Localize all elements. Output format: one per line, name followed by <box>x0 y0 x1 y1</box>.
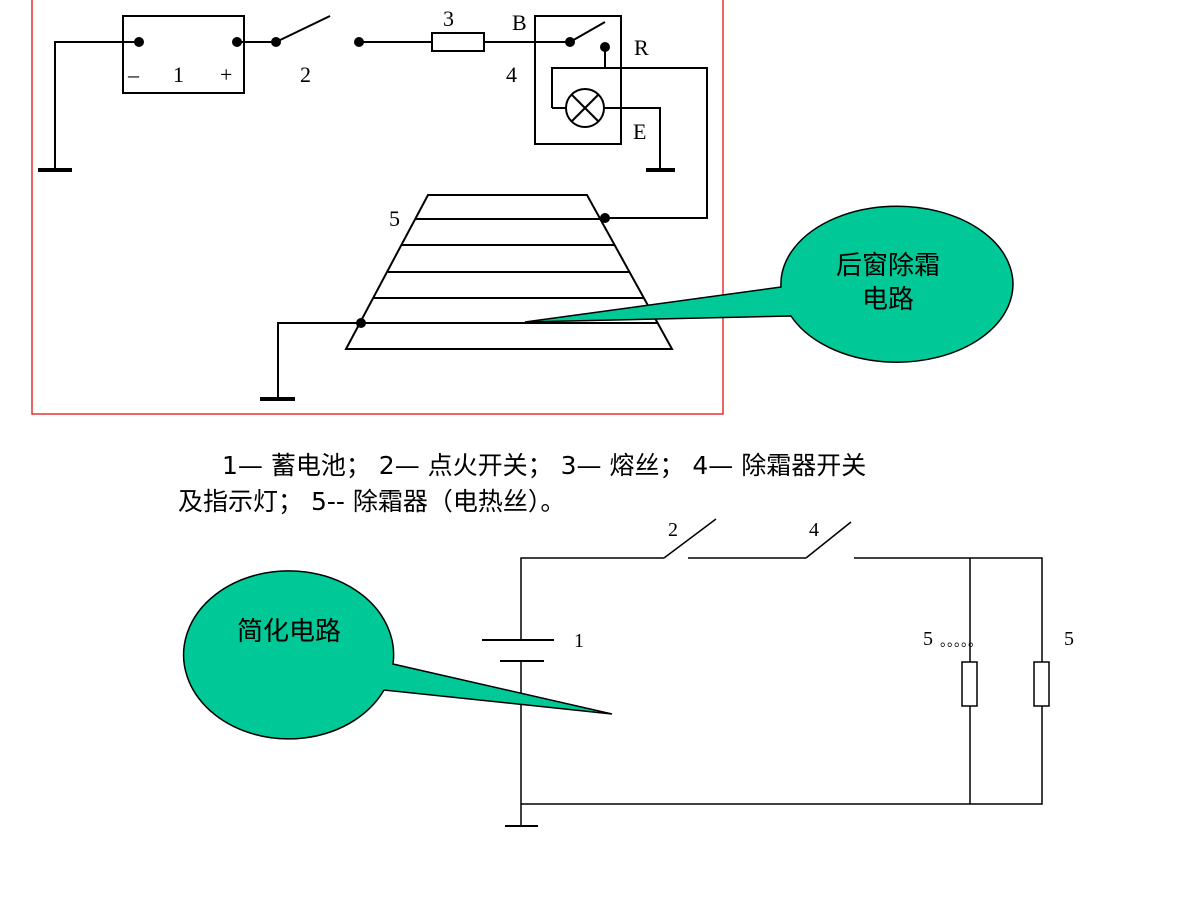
callout-bubble-top <box>524 205 1014 363</box>
lamp-ground-wire <box>604 107 661 170</box>
top-circuit-labels: – 1 + 2 3 B R 4 E 5 <box>127 6 649 231</box>
indicator-loop <box>551 67 708 219</box>
label-battery-number: 1 <box>173 62 184 87</box>
node-switch-in <box>271 37 281 47</box>
simplified-circuit <box>482 518 1050 827</box>
callout-bubble-bottom <box>182 570 613 740</box>
label-terminal-r: R <box>634 35 649 60</box>
battery-ground-wire <box>54 41 139 170</box>
label-relay-number: 4 <box>506 62 517 87</box>
simple-label-switch2: 2 <box>668 519 678 541</box>
fuse <box>431 32 485 52</box>
simple-switch4-blade <box>805 521 852 559</box>
simple-label-resistor-right: 5 <box>1064 628 1074 650</box>
label-terminal-e: E <box>633 119 646 144</box>
relay-switch-blade <box>569 21 606 43</box>
top-circuit-nodes <box>134 37 610 328</box>
node-defroster-bottom <box>356 318 366 328</box>
callout-top-line1: 后窗除霜 <box>836 251 940 281</box>
lamp-cross-b <box>571 94 599 122</box>
node-battery-plus <box>232 37 242 47</box>
node-switch-out <box>354 37 364 47</box>
node-relay-r <box>600 42 610 52</box>
label-switch-number: 2 <box>300 62 311 87</box>
simple-label-dots: 。。。。。 <box>940 635 982 650</box>
legend-line-1: 1— 蓄电池； 2— 点火开关； 3— 熔丝； 4— 除霜器开关 <box>222 451 867 480</box>
callout-simplified: 简化电路 <box>182 570 613 740</box>
label-battery-plus: + <box>220 62 232 87</box>
label-defroster-number: 5 <box>389 206 400 231</box>
simple-label-battery: 1 <box>574 630 584 652</box>
node-defroster-top <box>600 213 610 223</box>
simple-left-wire-bottom <box>520 661 1043 805</box>
top-circuit <box>38 15 708 401</box>
legend-caption: 1— 蓄电池； 2— 点火开关； 3— 熔丝； 4— 除霜器开关 及指示灯； 5… <box>178 448 1038 520</box>
node-battery-minus <box>134 37 144 47</box>
simple-label-switch4: 4 <box>809 519 819 541</box>
relay-box <box>534 15 622 145</box>
top-diagram-frame <box>31 0 724 415</box>
legend-line-2: 及指示灯； 5-- 除霜器（电热丝）。 <box>178 487 566 516</box>
simplified-labels: 2 4 1 5 。。。。。 5 <box>574 519 1074 652</box>
defroster-ground-wire <box>277 322 361 399</box>
simple-wire-to-loads <box>854 557 1043 662</box>
rear-window-defroster <box>344 194 674 350</box>
simple-label-resistor-left: 5 <box>923 628 933 650</box>
resistor-right <box>1033 661 1050 707</box>
battery-box <box>122 15 245 94</box>
simple-left-wire-top <box>520 557 664 640</box>
label-battery-minus: – <box>127 62 140 87</box>
label-fuse-number: 3 <box>443 6 454 31</box>
simple-switch2-blade <box>663 518 717 559</box>
label-terminal-b: B <box>512 10 527 35</box>
resistor-left <box>961 661 978 707</box>
ignition-switch-blade <box>275 15 331 43</box>
node-relay-b <box>565 37 575 47</box>
callout-rear-window-defrost: 后窗除霜 电路 <box>524 205 1014 363</box>
callout-top-line2: 电路 <box>862 285 914 315</box>
callout-bottom-text: 简化电路 <box>237 617 341 647</box>
